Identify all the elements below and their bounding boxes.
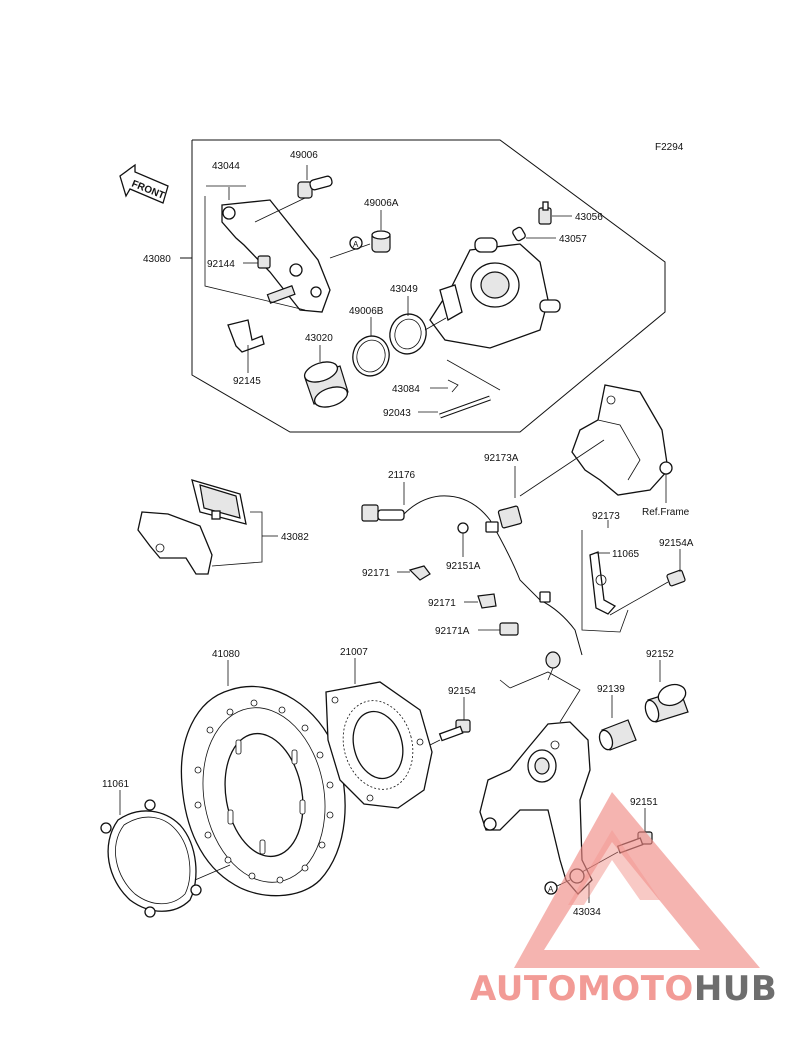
dust-seal-ring	[389, 313, 427, 355]
caliper-bracket	[221, 199, 331, 313]
label-49006a: 49006A	[364, 198, 399, 209]
brake-pad-front	[191, 479, 247, 525]
label-43020: 43020	[305, 333, 333, 344]
sensor-rotor-ring	[325, 681, 433, 809]
callout-a-top: A	[353, 240, 359, 249]
frame-reference	[571, 384, 673, 496]
label-92151a: 92151A	[446, 561, 481, 572]
label-43080: 43080	[143, 254, 171, 265]
caliper-piston	[303, 361, 349, 408]
piston-seal-ring	[352, 335, 390, 377]
label-43034: 43034	[573, 907, 601, 918]
label-92173a: 92173A	[484, 453, 519, 464]
boot-49006a	[371, 230, 391, 253]
bracket-clip	[257, 255, 271, 269]
abs-sensor	[361, 495, 583, 681]
label-92139: 92139	[597, 684, 625, 695]
label-92171-2: 92171	[428, 598, 456, 609]
label-43057: 43057	[559, 234, 587, 245]
bleeder-cap	[512, 226, 526, 242]
bolt-92154	[429, 719, 471, 746]
label-92171-1: 92171	[362, 568, 390, 579]
label-21007: 21007	[340, 647, 368, 658]
hub-gasket	[100, 799, 202, 918]
caliper-assembly-frame	[191, 139, 666, 433]
label-92154: 92154	[448, 686, 476, 697]
label-43049: 43049	[390, 284, 418, 295]
label-11061: 11061	[102, 779, 130, 790]
part-labels: 43044 49006 49006A 43056 43057 43080 921…	[102, 150, 694, 918]
collar-92152	[644, 683, 689, 723]
label-21176: 21176	[388, 470, 416, 481]
caliper-body	[429, 237, 561, 349]
bleeder-valve	[538, 201, 552, 225]
label-49006b: 49006B	[349, 306, 384, 317]
label-43082: 43082	[281, 532, 309, 543]
bolt-92154a	[609, 569, 686, 616]
label-43084: 43084	[392, 384, 420, 395]
sensor-bracket	[589, 551, 617, 615]
pad-pin	[439, 395, 491, 419]
label-92144: 92144	[207, 259, 235, 270]
wire-clamp-3	[499, 622, 519, 636]
bushing-92139	[598, 719, 637, 751]
wire-clamp-2	[477, 593, 497, 609]
label-43044: 43044	[212, 161, 240, 172]
caliper-bracket-arm	[479, 721, 593, 895]
watermark-triangle-icon	[514, 792, 760, 968]
front-arrow-icon: FRONT	[119, 163, 169, 204]
label-92152: 92152	[646, 649, 674, 660]
figure-code: F2294	[655, 142, 684, 153]
label-92145: 92145	[233, 376, 261, 387]
label-92171a: 92171A	[435, 626, 470, 637]
wire-clamp-1	[408, 565, 431, 581]
callout-a-bottom: A	[548, 885, 554, 894]
brake-disc	[180, 685, 346, 897]
pin-49006	[297, 175, 333, 199]
automotohub-watermark: AUTOMOTOHUB	[470, 792, 777, 1009]
watermark-text-a: AUTOMOTO	[470, 969, 694, 1009]
brake-pad-rear	[137, 511, 213, 575]
pad-pin-clip	[447, 379, 459, 393]
bolt-92151a	[457, 522, 469, 534]
label-11065: 11065	[612, 549, 640, 560]
label-43056: 43056	[575, 212, 603, 223]
label-92154a: 92154A	[659, 538, 694, 549]
label-92043: 92043	[383, 408, 411, 419]
label-41080: 41080	[212, 649, 240, 660]
svg-text:AUTOMOTOHUB: AUTOMOTOHUB	[470, 969, 777, 1009]
frame-reference-label: Ref.Frame	[642, 507, 690, 518]
watermark-text-b: HUB	[694, 969, 777, 1009]
label-92151: 92151	[630, 797, 658, 808]
label-92173: 92173	[592, 511, 620, 522]
label-49006: 49006	[290, 150, 318, 161]
pad-spring	[227, 319, 265, 353]
